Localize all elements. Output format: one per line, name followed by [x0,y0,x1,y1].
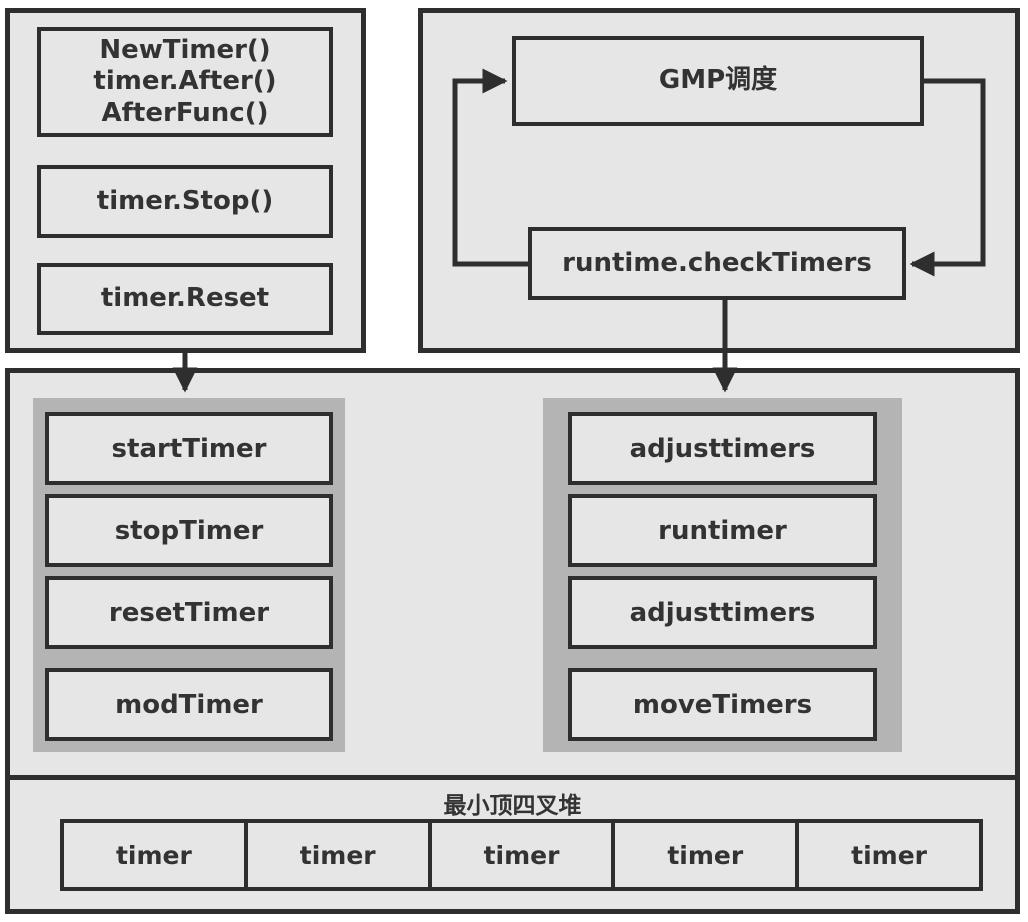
heap-timer-cell: timer [795,819,983,891]
gmp-schedule-box: GMP调度 [512,36,924,126]
mod-timer-box: modTimer [45,668,333,741]
check-timers-ops-column: adjusttimers runtimer adjusttimers moveT… [543,398,902,752]
min-heap-title: 最小顶四叉堆 [443,793,582,819]
timer-stop-box: timer.Stop() [37,165,333,238]
heap-timer-cell: timer [427,819,616,891]
timer-reset-box: timer.Reset [37,263,333,335]
timer-api-panel: NewTimer() timer.After() AfterFunc() tim… [5,8,366,353]
scheduler-panel: GMP调度 runtime.checkTimers [418,8,1020,353]
min-heap-row: timer timer timer timer timer [60,819,983,891]
check-timers-label: runtime.checkTimers [562,247,872,278]
run-timer-box: runtimer [568,494,877,567]
heap-timer-cell: timer [243,819,432,891]
move-timers-box: moveTimers [568,668,877,741]
check-timers-box: runtime.checkTimers [528,227,906,300]
timer-after-line: timer.After() [93,66,277,97]
reset-timer-box: resetTimer [45,576,333,649]
stop-timer-box: stopTimer [45,494,333,567]
after-func-line: AfterFunc() [101,97,269,128]
start-timer-box: startTimer [45,412,333,485]
timer-reset-label: timer.Reset [100,283,270,314]
heap-timer-cell: timer [611,819,800,891]
adjust-timers-box-2: adjusttimers [568,576,877,649]
timer-ops-column: startTimer stopTimer resetTimer modTimer [33,398,345,752]
new-timer-line: NewTimer() [99,35,271,66]
new-timer-box: NewTimer() timer.After() AfterFunc() [37,27,333,137]
timer-stop-label: timer.Stop() [96,185,274,216]
adjust-timers-box-1: adjusttimers [568,412,877,485]
min-heap-section: 最小顶四叉堆 timer timer timer timer timer [10,775,1015,909]
runtime-panel: startTimer stopTimer resetTimer modTimer… [5,368,1020,914]
gmp-schedule-label: GMP调度 [658,65,778,96]
heap-timer-cell: timer [60,819,248,891]
